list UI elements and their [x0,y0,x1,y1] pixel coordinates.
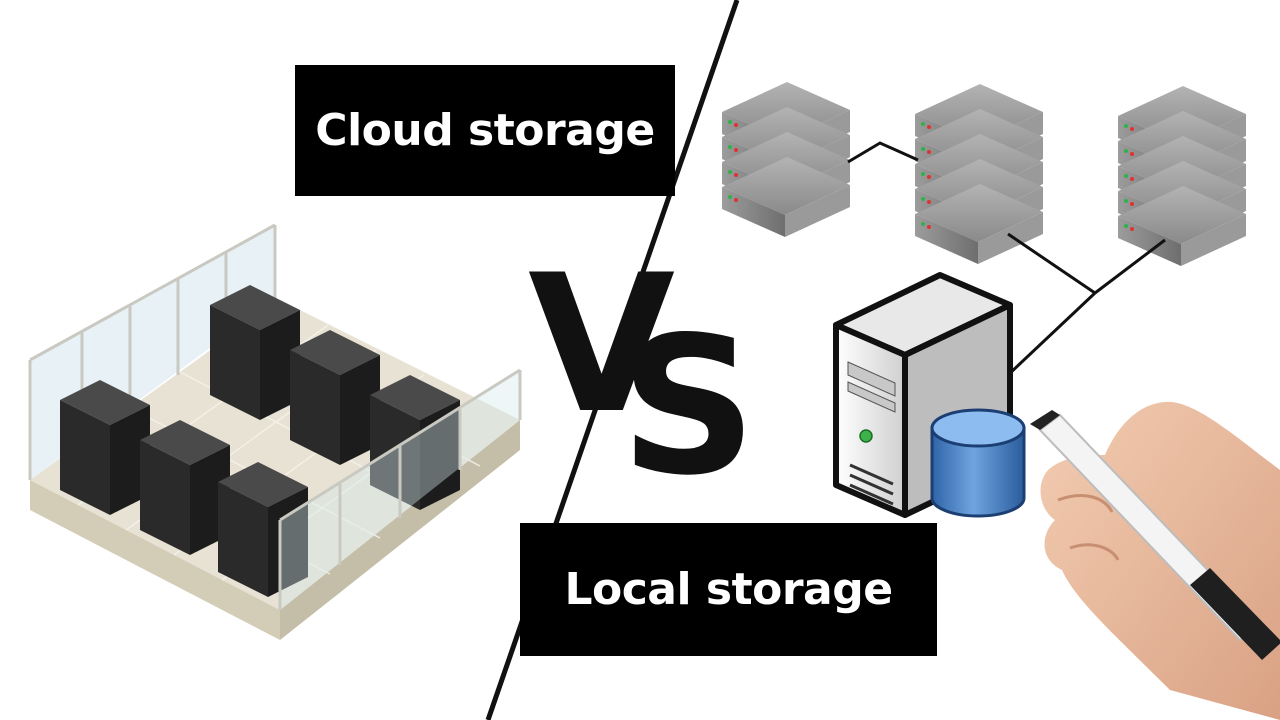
hand-with-marker-icon [1030,401,1280,720]
cloud-storage-label: Cloud storage [295,65,675,196]
local-storage-text: Local storage [564,564,893,615]
network-links [847,141,1166,377]
rack-server-icon-2 [915,84,1043,264]
rack-server-icon-3 [1118,86,1246,266]
database-cylinder-icon [930,408,1026,518]
local-storage-label: Local storage [520,523,937,656]
vs-text: V S [528,250,757,502]
cloud-storage-text: Cloud storage [315,105,655,156]
data-center-isometric-icon [28,223,522,640]
rack-server-icon-1 [722,82,850,237]
vs-letter-s: S [620,296,757,517]
